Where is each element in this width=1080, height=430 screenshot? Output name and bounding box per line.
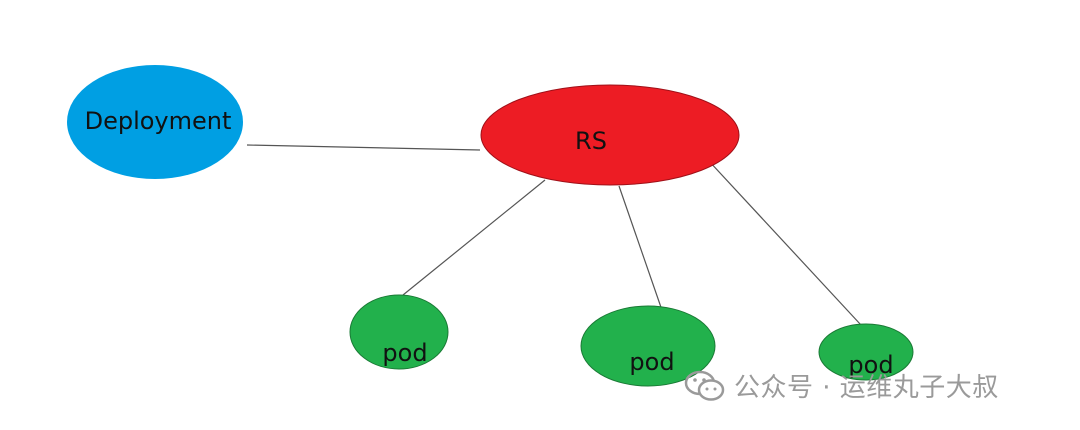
- pod-label-3: pod: [848, 351, 893, 379]
- edge-rs-pod-2: [618, 185, 665, 317]
- deployment-node: Deployment: [67, 65, 243, 179]
- pod-ellipse-1: [349, 294, 449, 370]
- pod-node-2: pod: [580, 305, 716, 387]
- edge-deployment-rs: [246, 144, 481, 151]
- pod-label-1: pod: [382, 339, 427, 367]
- pod-ellipse-3: [818, 323, 914, 381]
- edge-rs-pod-3: [707, 159, 862, 326]
- pod-node-1: pod: [349, 294, 449, 370]
- edge-rs-pod-1: [402, 179, 546, 296]
- rs-node: RS: [480, 84, 740, 186]
- deployment-label: Deployment: [85, 107, 232, 135]
- pod-node-3: pod: [818, 323, 914, 381]
- pod-ellipse-2: [580, 305, 716, 387]
- rs-label: RS: [575, 127, 607, 155]
- watermark: 公众号 · 运维丸子大叔: [684, 367, 999, 404]
- wechat-icon: [684, 370, 725, 401]
- pod-label-2: pod: [629, 348, 674, 376]
- rs-ellipse: [480, 84, 740, 186]
- watermark-text: 公众号 · 运维丸子大叔: [734, 373, 999, 403]
- deployment-ellipse: [67, 65, 243, 179]
